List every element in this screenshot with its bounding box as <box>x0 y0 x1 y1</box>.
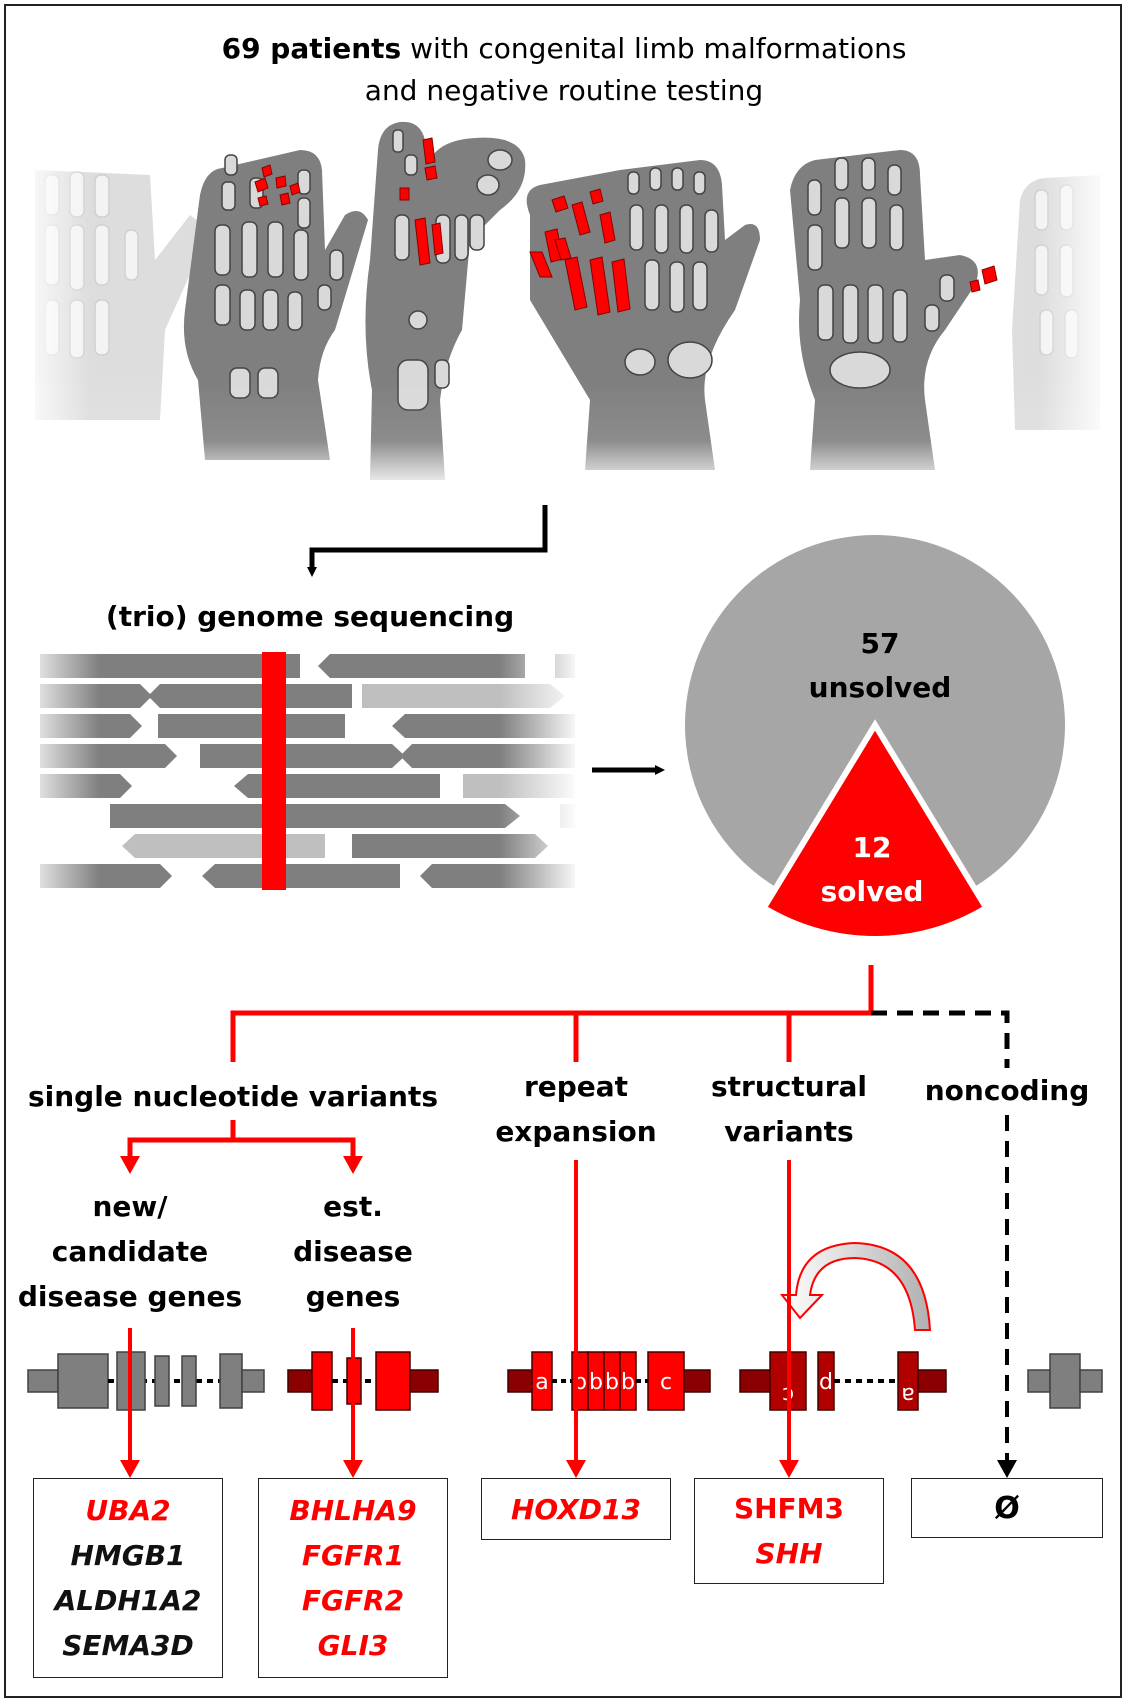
est-line-3: genes <box>305 1280 401 1313</box>
new-line-2: candidate <box>51 1235 209 1268</box>
structural-line-2: variants <box>724 1115 854 1148</box>
gene-model-structural <box>739 1351 947 1411</box>
unsolved-text: unsolved <box>808 671 952 704</box>
gene-sema3d: SEMA3D <box>62 1629 194 1662</box>
inversion-arrow-icon <box>779 1241 932 1331</box>
sequencing-label: (trio) genome sequencing <box>105 600 515 633</box>
gene-fgfr1: FGFR1 <box>301 1539 405 1572</box>
snv-established: est. disease genes <box>263 1184 443 1319</box>
pie-slice-solved <box>759 719 991 942</box>
pie-solved-label: 12 solved <box>772 826 972 914</box>
category-structural-variants: structural variants <box>689 1064 889 1154</box>
pie-unsolved-label: 57 unsolved <box>780 622 980 710</box>
est-line-2: disease <box>293 1235 413 1268</box>
gene-model-established <box>287 1351 439 1411</box>
new-line-1: new/ <box>92 1190 168 1223</box>
gene-fgfr2: FGFR2 <box>301 1584 405 1617</box>
exon-letter-b-4: b <box>621 1370 635 1395</box>
gene-shh: SHH <box>755 1537 823 1570</box>
structural-line-1: structural <box>710 1070 867 1103</box>
exon-letter-b-3: b <box>605 1370 619 1395</box>
box-repeat-genes: HOXD13 <box>481 1478 671 1540</box>
sequencing-reads <box>20 648 580 893</box>
solved-text: solved <box>820 875 924 908</box>
box-noncoding: Ø <box>911 1478 1103 1538</box>
gene-aldh1a2: ALDH1A2 <box>54 1584 202 1617</box>
title-line-1: 69 patients with congenital limb malform… <box>0 28 1128 70</box>
repeat-line-1: repeat <box>523 1070 629 1103</box>
pie-slice-unsolved <box>685 535 1066 888</box>
gene-model-repeat <box>507 1351 711 1411</box>
exon-letter-a-inverted: a <box>901 1382 914 1407</box>
title-line-2: and negative routine testing <box>364 74 764 107</box>
noncoding-empty-set: Ø <box>994 1490 1020 1526</box>
gene-model-new-candidate <box>27 1351 265 1411</box>
solved-count: 12 <box>852 831 892 864</box>
exon-letter-d: d <box>819 1370 833 1395</box>
exon-letter-b-2: b <box>589 1370 603 1395</box>
box-established-genes: BHLHA9 FGFR1 FGFR2 GLI3 <box>258 1478 448 1678</box>
category-repeat-expansion: repeat expansion <box>476 1064 676 1154</box>
result-arrows <box>120 1115 1017 1478</box>
gene-hmgb1: HMGB1 <box>70 1539 186 1572</box>
snv-new-candidate: new/ candidate disease genes <box>10 1184 250 1319</box>
gene-gli3: GLI3 <box>317 1629 389 1662</box>
exon-letter-c: c <box>660 1370 672 1395</box>
box-new-candidate-genes: UBA2 HMGB1 ALDH1A2 SEMA3D <box>33 1478 223 1678</box>
exon-letter-a: a <box>535 1370 548 1395</box>
gene-shfm3: SHFM3 <box>733 1492 845 1525</box>
category-snv: single nucleotide variants <box>27 1080 439 1113</box>
est-line-1: est. <box>323 1190 383 1223</box>
title-line-1-rest: with congenital limb malformations <box>401 32 907 65</box>
category-noncoding: noncoding <box>924 1074 1090 1107</box>
limb-illustrations <box>20 121 1110 490</box>
unsolved-count: 57 <box>860 627 900 660</box>
limbs-to-sequencing-arrow <box>307 505 548 577</box>
results-pie-chart <box>685 535 1066 942</box>
patient-count: 69 patients <box>221 32 402 65</box>
figure-title: 69 patients with congenital limb malform… <box>0 28 1128 112</box>
figure-frame <box>4 4 1122 1698</box>
gene-model-noncoding <box>1027 1353 1103 1409</box>
box-structural-genes: SHFM3 SHH <box>694 1478 884 1584</box>
new-line-3: disease genes <box>17 1280 243 1313</box>
gene-bhlha9: BHLHA9 <box>289 1494 417 1527</box>
gene-hoxd13: HOXD13 <box>510 1492 642 1526</box>
repeat-line-2: expansion <box>495 1115 657 1148</box>
variant-highlight <box>262 652 286 890</box>
branch-lines <box>120 965 1010 1174</box>
gene-uba2: UBA2 <box>85 1494 171 1527</box>
